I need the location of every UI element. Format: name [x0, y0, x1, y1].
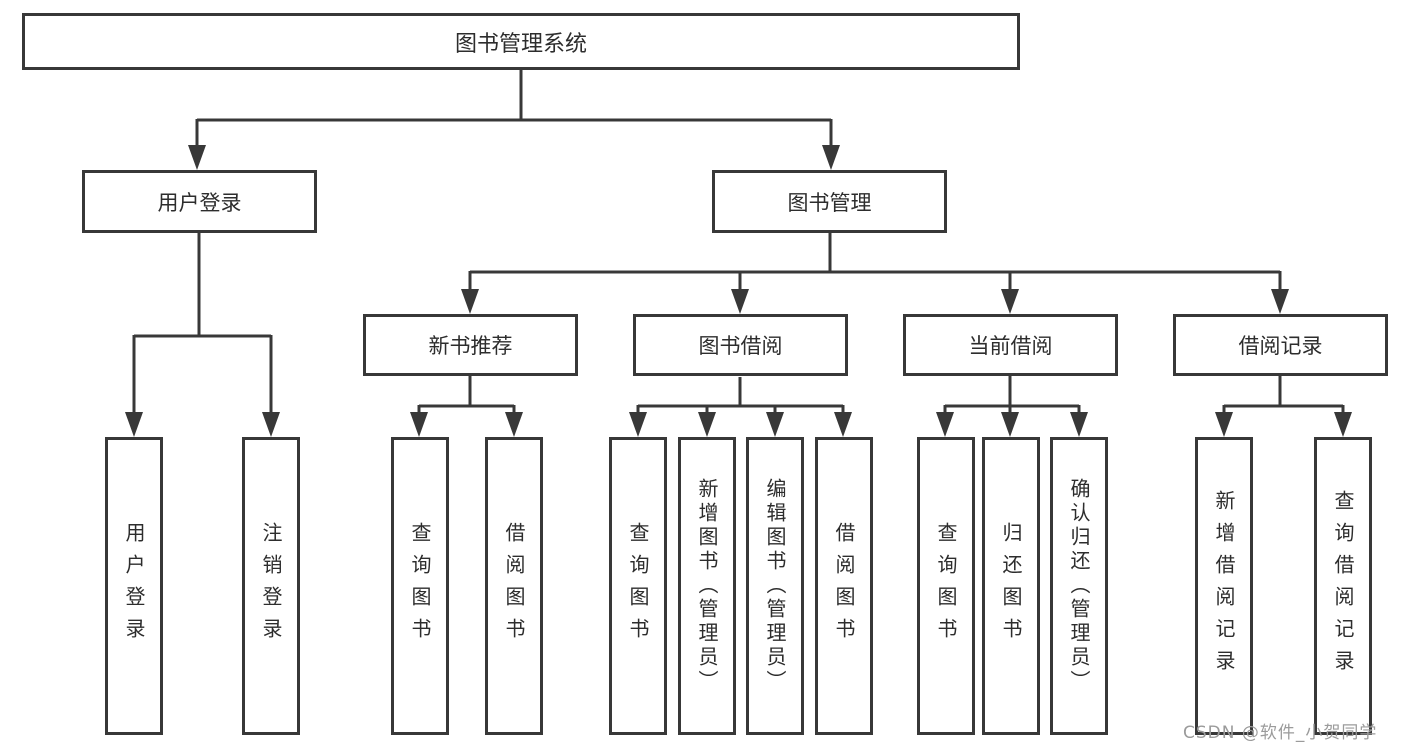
- node-leaf-return-books: 归还图书: [982, 437, 1040, 735]
- node-leaf-add-borrow-record: 新增借阅记录: [1195, 437, 1253, 735]
- node-user-login: 用户登录: [82, 170, 317, 233]
- node-label: 归还图书: [999, 522, 1023, 650]
- node-label: 新书推荐: [428, 334, 513, 358]
- node-new-book-recommendation: 新书推荐: [363, 314, 578, 376]
- node-leaf-query-books-2: 查询图书: [609, 437, 667, 735]
- node-label: 图书管理系统: [454, 31, 587, 57]
- node-label: 编辑图书（管理员）: [763, 478, 787, 694]
- node-book-management: 图书管理: [712, 170, 947, 233]
- node-label: 查询图书: [408, 522, 432, 650]
- node-leaf-query-borrow-record: 查询借阅记录: [1314, 437, 1372, 735]
- node-label: 查询图书: [934, 522, 958, 650]
- node-leaf-query-books-1: 查询图书: [391, 437, 449, 735]
- node-leaf-logout: 注销登录: [242, 437, 300, 735]
- node-book-borrowing: 图书借阅: [633, 314, 848, 376]
- node-leaf-query-books-3: 查询图书: [917, 437, 975, 735]
- node-current-borrowing: 当前借阅: [903, 314, 1118, 376]
- node-library-management-system: 图书管理系统: [22, 13, 1020, 70]
- node-label: 图书管理: [787, 190, 872, 215]
- node-label: 注销登录: [259, 522, 283, 650]
- node-leaf-borrow-books-1: 借阅图书: [485, 437, 543, 735]
- node-label: 新增借阅记录: [1212, 490, 1236, 682]
- node-label: 用户登录: [157, 190, 242, 215]
- node-label: 查询图书: [626, 522, 650, 650]
- node-label: 借阅图书: [832, 522, 856, 650]
- node-label: 借阅记录: [1238, 334, 1323, 358]
- node-label: 图书借阅: [698, 334, 783, 358]
- node-leaf-confirm-return-admin: 确认归还（管理员）: [1050, 437, 1108, 735]
- node-leaf-borrow-books-2: 借阅图书: [815, 437, 873, 735]
- node-leaf-user-login: 用户登录: [105, 437, 163, 735]
- node-label: 借阅图书: [502, 522, 526, 650]
- node-leaf-edit-books-admin: 编辑图书（管理员）: [746, 437, 804, 735]
- node-label: 查询借阅记录: [1331, 490, 1355, 682]
- node-borrowing-records: 借阅记录: [1173, 314, 1388, 376]
- node-label: 新增图书（管理员）: [695, 478, 719, 694]
- node-label: 确认归还（管理员）: [1067, 478, 1091, 694]
- node-label: 当前借阅: [968, 334, 1053, 358]
- node-leaf-add-books-admin: 新增图书（管理员）: [678, 437, 736, 735]
- csdn-watermark: CSDN @软件_小贺同学: [1183, 723, 1378, 743]
- node-label: 用户登录: [122, 522, 146, 650]
